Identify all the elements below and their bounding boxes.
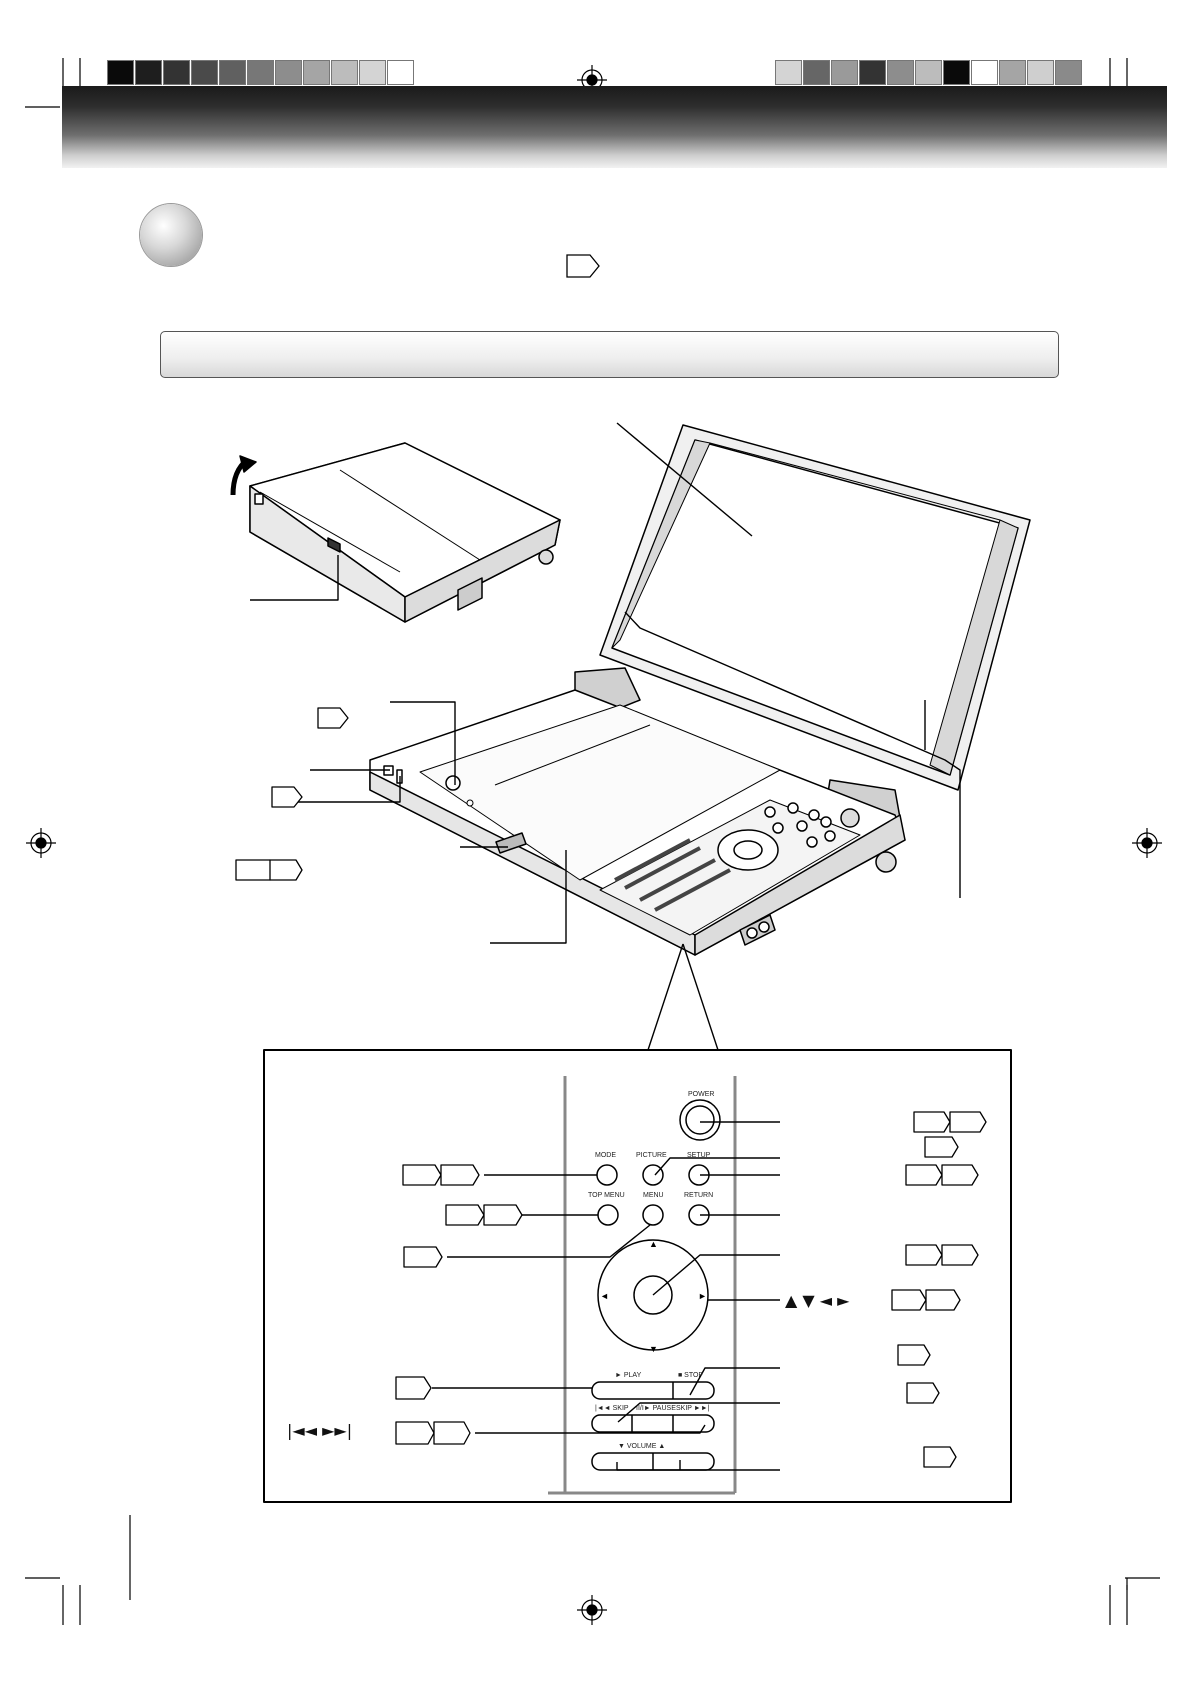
setup-label: SETUP (687, 1152, 711, 1159)
page-ref-tab-icon (566, 254, 600, 278)
arrow-keys-caption: ▲ ▼ ◄ ► (785, 1291, 850, 1310)
color-swatch (331, 60, 358, 85)
rotate-arrow-icon (230, 455, 257, 496)
color-bar-right (775, 60, 1083, 85)
color-swatch (971, 60, 998, 85)
top-menu-label: TOP MENU (588, 1192, 625, 1199)
header-band (62, 86, 1167, 168)
skip-back-label: |◄◄ SKIP (595, 1405, 629, 1412)
color-swatch (803, 60, 830, 85)
skip-forward-label: SKIP ►►| (676, 1405, 710, 1412)
down-arrow-icon: ▼ (649, 1344, 658, 1354)
color-swatch (387, 60, 414, 85)
open-player (369, 424, 1031, 956)
page-ref-tabs (235, 707, 349, 881)
color-swatch (887, 60, 914, 85)
stop-label: ■ STOP (678, 1372, 703, 1379)
section-bar (160, 331, 1059, 378)
color-swatch (859, 60, 886, 85)
registration-mark-icon (26, 65, 1162, 1625)
closed-player (249, 442, 561, 623)
color-swatch (219, 60, 246, 85)
menu-label: MENU (643, 1192, 664, 1199)
pause-label: II/I► PAUSE (636, 1405, 676, 1412)
color-swatch (915, 60, 942, 85)
section-bullet-icon (140, 204, 202, 266)
return-label: RETURN (684, 1192, 713, 1199)
mode-label: MODE (595, 1152, 616, 1159)
color-swatch (1055, 60, 1082, 85)
volume-label: ▼ VOLUME ▲ (618, 1443, 665, 1450)
skip-caption: |◄◄ ►►| (287, 1421, 352, 1440)
color-swatch (359, 60, 386, 85)
up-arrow-icon: ▲ (649, 1239, 658, 1249)
color-swatch (831, 60, 858, 85)
color-swatch (999, 60, 1026, 85)
power-label: POWER (688, 1091, 714, 1098)
color-swatch (135, 60, 162, 85)
right-arrow-icon: ► (698, 1291, 707, 1301)
picture-label: PICTURE (636, 1152, 667, 1159)
color-swatch (191, 60, 218, 85)
left-arrow-icon: ◄ (600, 1291, 609, 1301)
play-label: ► PLAY (615, 1372, 642, 1379)
color-swatch (1027, 60, 1054, 85)
color-swatch (163, 60, 190, 85)
color-swatch (107, 60, 134, 85)
color-bar-left (107, 60, 415, 85)
color-swatch (775, 60, 802, 85)
color-swatch (275, 60, 302, 85)
color-swatch (303, 60, 330, 85)
color-swatch (247, 60, 274, 85)
color-swatch (943, 60, 970, 85)
